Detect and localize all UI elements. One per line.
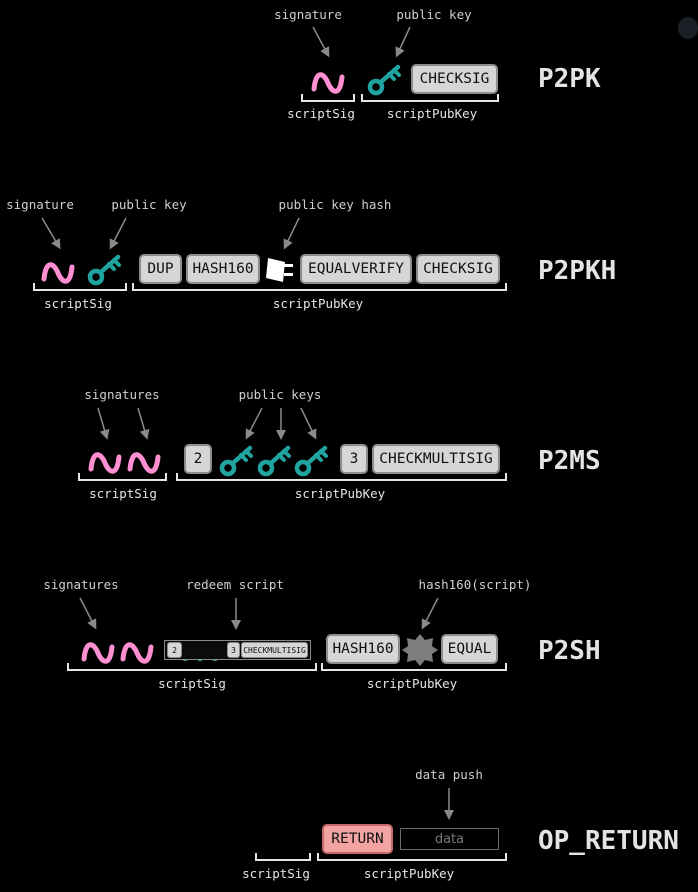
p2sh-section [67,597,507,671]
opcode-dup: DUP [139,254,182,284]
annotation-redeem-script: redeem script [186,577,284,592]
signature-icon [130,455,158,472]
signature-icon [123,645,151,662]
p2ms-section [78,407,507,481]
section-title-p2pk: P2PK [538,64,601,94]
signature-icon [314,75,342,92]
scriptpubkey-bracket [176,473,507,481]
opcode-return: RETURN [322,824,393,854]
annotation-signature: signature [274,7,342,22]
arrow [395,26,411,58]
scriptpubkey-label: scriptPubKey [386,106,478,121]
arrow [312,26,330,58]
scriptsig-label: scriptSig [287,106,355,121]
opcode-equalverify: EQUALVERIFY [300,254,412,284]
scriptsig-label: scriptSig [89,486,157,501]
zoom-icon[interactable] [678,17,698,39]
arrow [97,407,110,440]
public-key-icon [260,448,289,474]
scriptsig-label: scriptSig [158,676,226,691]
scriptpubkey-label: scriptPubKey [366,676,458,691]
scriptpubkey-label: scriptPubKey [363,866,455,881]
data-field: data [400,828,499,850]
annotation-public-keys: public keys [238,387,322,402]
scriptsig-bracket [301,94,355,102]
scriptpubkey-bracket [321,663,507,671]
arrow [137,407,150,440]
scriptpubkey-bracket [361,94,499,102]
section-title-p2sh: P2SH [538,636,601,666]
section-title-p2ms: P2MS [538,446,601,476]
arrow [421,597,439,630]
public-key-icon [222,448,251,474]
hash-script-icon [402,634,438,666]
scriptpubkey-label: scriptPubKey [294,486,386,501]
redeem-opcode-2: 2 [167,642,182,658]
p2pk-section [301,26,499,102]
arrow [79,597,97,630]
annotation-public-key: public key [396,7,472,22]
arrow [283,217,300,250]
scriptpubkey-label: scriptPubKey [272,296,364,311]
scriptsig-label: scriptSig [242,866,310,881]
redeem-opcode-checkmultisig: CHECKMULTISIG [241,642,308,658]
public-key-icon [370,67,399,93]
scriptsig-bracket [33,283,127,291]
annotation-hash160-script: hash160(script) [418,577,532,592]
opcode-hash160: HASH160 [326,634,400,664]
hash-icon [266,258,293,282]
signature-icon [84,645,112,662]
annotation-signatures: signatures [84,387,160,402]
annotation-public-key: public key [111,197,187,212]
scriptsig-bracket [67,663,317,671]
scriptsig-label: scriptSig [44,296,112,311]
public-key-icon [297,448,326,474]
scriptpubkey-bracket [132,283,507,291]
section-title-op-return: OP_RETURN [538,826,679,856]
redeem-opcode-3: 3 [227,642,240,658]
scriptsig-bracket [255,853,311,861]
opcode-equal: EQUAL [441,634,498,664]
opcode-checksig: CHECKSIG [411,64,498,94]
opcode-checksig: CHECKSIG [416,254,500,284]
arrow [245,407,263,440]
p2pkh-section [33,217,507,291]
opcode-2: 2 [184,444,212,474]
annotation-data-push: data push [415,767,483,782]
scriptpubkey-bracket [317,853,507,861]
arrow [109,217,127,250]
signature-icon [44,265,72,282]
annotation-signatures: signatures [43,577,119,592]
annotation-signature: signature [6,197,74,212]
opcode-hash160: HASH160 [186,254,260,284]
scriptsig-bracket [78,473,167,481]
public-key-icon [90,257,119,283]
annotation-public-key-hash: public key hash [278,197,392,212]
opcode-checkmultisig: CHECKMULTISIG [372,444,500,474]
arrow [41,217,61,250]
op-return-section [255,788,507,861]
opcode-3: 3 [340,444,368,474]
section-title-p2pkh: P2PKH [538,256,617,286]
signature-icon [91,455,119,472]
arrow [300,407,317,440]
